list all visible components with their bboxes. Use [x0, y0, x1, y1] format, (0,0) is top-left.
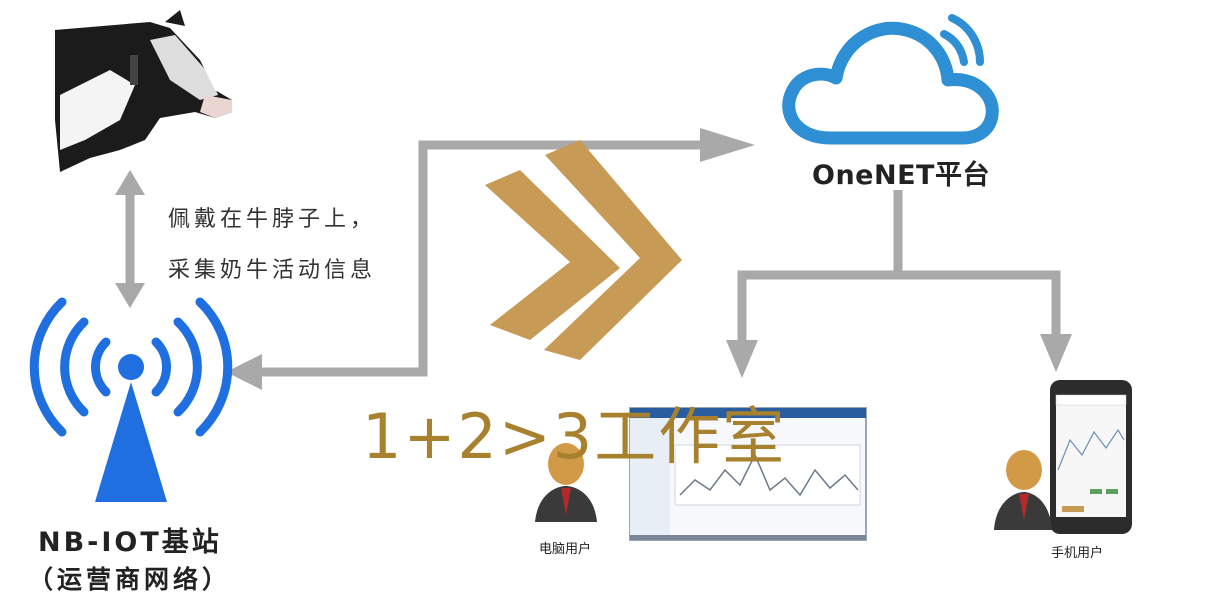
signal-tower-icon [29, 297, 233, 502]
pc-user-label: 电脑用户 [539, 542, 592, 557]
cloud-icon [782, 14, 999, 145]
collar-icon [130, 55, 138, 85]
cow-note-line1: 佩戴在牛脖子上， [168, 207, 377, 232]
phone-user-label: 手机用户 [1051, 546, 1104, 561]
cloud-users-tree [726, 190, 1072, 378]
phone-arrowhead-icon [1040, 334, 1072, 372]
studio-chevron-logo [485, 140, 682, 360]
studio-watermark: 1+2>3工作室 [362, 400, 787, 473]
smartphone-icon [1050, 380, 1132, 534]
base-station-sublabel: （运营商网络） [28, 565, 232, 594]
pc-monitor-icon [629, 407, 867, 541]
cloud-arrowhead-icon [700, 128, 755, 162]
tower-arrowhead-icon [226, 354, 262, 390]
base-station-label: NB-IOT基站 [38, 527, 222, 558]
cow-tower-arrow [115, 170, 145, 308]
cow-image [55, 10, 232, 172]
pc-user-avatar [535, 443, 597, 522]
cow-note-line2: 采集奶牛活动信息 [168, 258, 377, 283]
cloud-label: OneNET平台 [812, 160, 990, 191]
pc-arrowhead-icon [726, 340, 758, 378]
phone-user-avatar [994, 450, 1052, 530]
